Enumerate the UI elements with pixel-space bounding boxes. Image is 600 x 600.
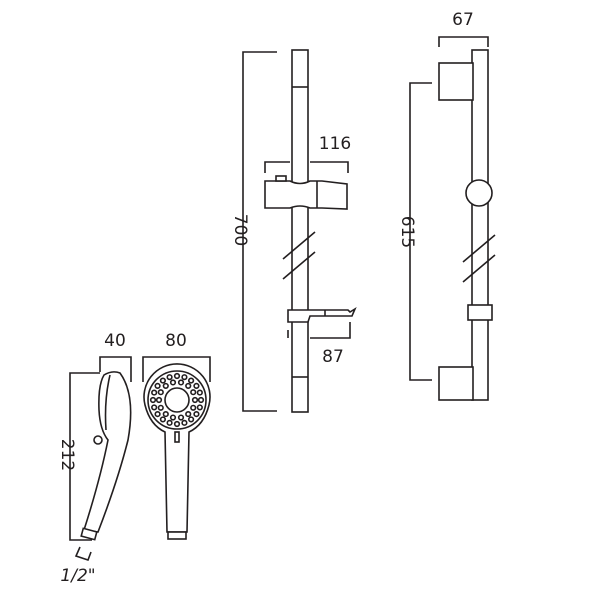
nozzle: [193, 411, 200, 418]
nozzle: [177, 414, 185, 421]
handset-length-dimension: 212: [57, 372, 100, 541]
nozzle: [185, 382, 192, 390]
nozzle: [162, 410, 169, 418]
nozzle: [159, 416, 166, 423]
nozzle: [188, 416, 195, 423]
handset-front-view: [143, 363, 211, 540]
rail-height-dimension: 700: [230, 51, 277, 412]
nozzle: [155, 396, 163, 404]
nozzle: [157, 389, 164, 396]
nozzle: [191, 396, 199, 404]
spray-nozzles: [149, 372, 205, 428]
nozzle: [162, 382, 169, 390]
head-diameter-dimension: 80: [142, 331, 211, 382]
nozzle: [154, 411, 161, 418]
handset-depth-label: 40: [104, 331, 126, 351]
head-diameter-label: 80: [165, 331, 187, 351]
soap-dish-dimension: 87: [287, 322, 351, 367]
handset-side-view: [80, 371, 132, 541]
bracket-depth-dimension: 67: [438, 10, 489, 47]
nozzle: [196, 389, 203, 396]
nozzle: [166, 374, 173, 381]
handset-depth-dimension: 40: [99, 331, 132, 382]
nozzle: [157, 404, 164, 411]
nozzle: [188, 377, 195, 384]
nozzle: [159, 377, 166, 384]
handset-length-label: 212: [57, 439, 77, 471]
slider: [264, 175, 348, 210]
nozzle: [173, 420, 181, 428]
nozzle: [177, 379, 185, 386]
nozzle: [166, 419, 173, 426]
nozzle: [190, 389, 197, 396]
nozzle: [151, 404, 158, 411]
soap-dish-label: 87: [322, 347, 344, 367]
nozzle: [185, 410, 192, 418]
front-rail: [291, 49, 309, 413]
bracket-centres-dimension: 615: [397, 82, 432, 381]
slider-width-dimension: 116: [264, 134, 351, 173]
side-rail: [438, 49, 496, 401]
nozzle: [169, 379, 177, 386]
nozzle: [193, 382, 200, 389]
break-marks: [282, 231, 316, 280]
nozzle: [151, 389, 158, 396]
nozzle: [190, 404, 197, 411]
thread-size-dimension: 1/2": [60, 546, 96, 586]
nozzle: [181, 419, 188, 426]
rail-height-label: 700: [230, 214, 250, 246]
bracket-depth-label: 67: [452, 10, 474, 30]
bracket-centres-label: 615: [397, 216, 417, 248]
thread-size-label: 1/2": [60, 566, 95, 586]
nozzle: [149, 396, 157, 404]
nozzle: [196, 404, 203, 411]
soap-dish: [287, 307, 357, 323]
slider-width-label: 116: [319, 134, 351, 154]
nozzle: [173, 372, 181, 380]
nozzle: [181, 374, 188, 381]
nozzle: [154, 382, 161, 389]
nozzle: [169, 414, 177, 421]
nozzle: [197, 396, 205, 404]
